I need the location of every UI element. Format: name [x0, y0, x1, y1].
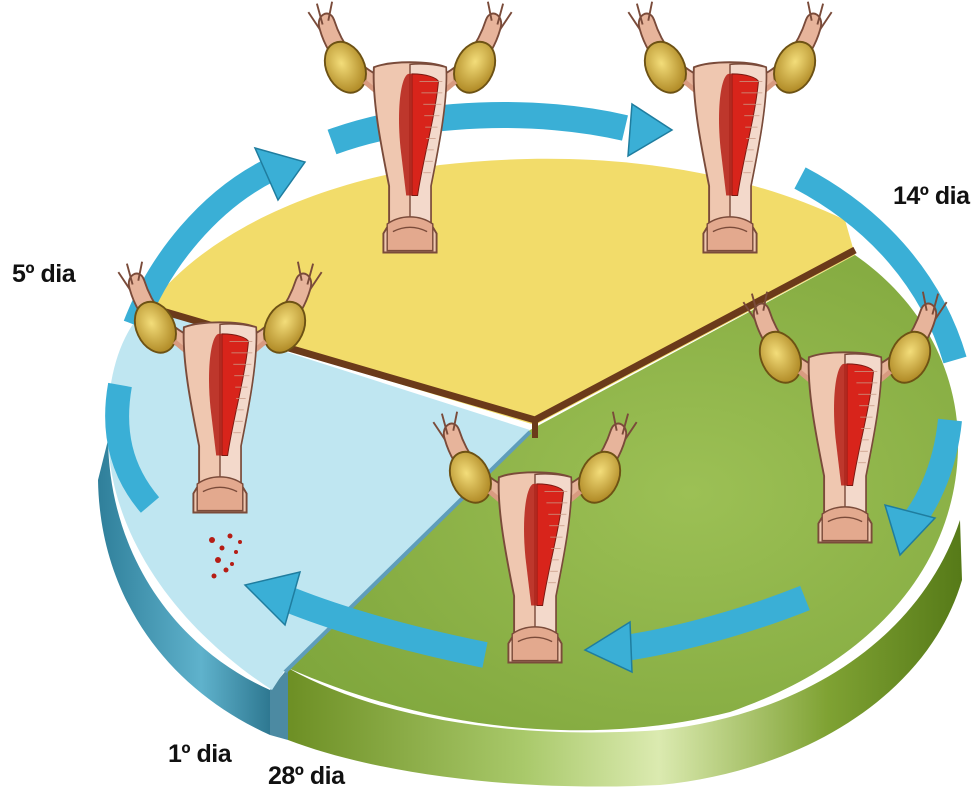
- label-day-1: 1º dia: [168, 740, 231, 769]
- label-day-28: 28º dia: [268, 762, 345, 791]
- label-day-14: 14º dia: [893, 182, 970, 211]
- label-day-5: 5º dia: [12, 260, 75, 289]
